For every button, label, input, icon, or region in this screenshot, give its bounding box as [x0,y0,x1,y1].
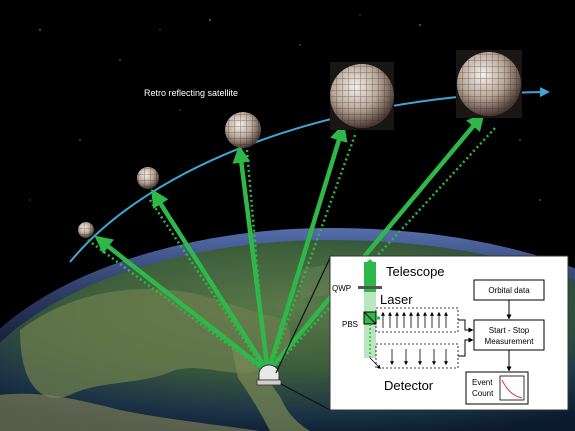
satellite-1 [78,222,94,238]
laser-pulse-arrows [381,311,448,328]
inset-connector-lower [280,383,331,411]
ranging-schematic-inset: Telescope QWP Laser PBS Detector [329,255,569,411]
stars [29,14,541,201]
telescope-label: Telescope [386,264,445,279]
detector-pulse-arrows [390,349,448,366]
outgoing-laser-beams [94,112,485,375]
laser-label: Laser [380,292,413,307]
start-stop-label-2: Measurement [485,337,535,346]
satellite-3 [225,112,261,148]
satellite-caption: Retro reflecting satellite [144,88,238,98]
orbital-data-label: Orbital data [488,286,530,295]
ground-station [256,364,282,386]
return-laser-beams [87,127,496,372]
inset-connector-upper [275,257,331,374]
telescope-beam [364,262,376,292]
qwp-label: QWP [332,284,351,293]
flow-arrows [458,300,512,372]
event-count-plot [499,375,525,401]
qwp-plate [358,286,382,289]
event-count-label-2: Count [472,389,494,398]
event-count-label-1: Event [472,378,493,387]
retro-reflecting-satellites [78,50,522,238]
pbs-label: PBS [342,320,358,329]
detector-label: Detector [384,378,434,393]
satellite-4 [330,62,394,130]
satellite-5 [456,50,522,118]
start-stop-label-1: Start - Stop [489,326,530,335]
event-count-curve [501,379,523,399]
satellite-2 [137,167,159,189]
